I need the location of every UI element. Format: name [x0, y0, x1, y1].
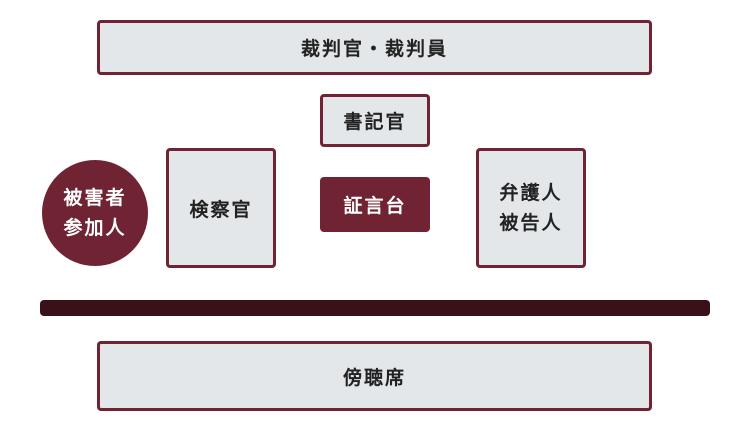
- clerk-seat-label: 書記官: [343, 111, 407, 133]
- defense-seat-line1: 弁護人: [499, 182, 563, 204]
- prosecutor-seat-label: 検察官: [189, 198, 253, 221]
- witness-stand-label: 証言台: [343, 195, 407, 217]
- victim-participant-line2: 参加人: [63, 217, 127, 239]
- courtroom-bar-divider: [40, 300, 710, 316]
- defense-seat-line2: 被告人: [499, 212, 563, 234]
- public-gallery: 傍聴席: [97, 341, 652, 411]
- defense-seat: 弁護人 被告人: [476, 148, 586, 268]
- victim-participant-seat: 被害者 参加人: [42, 160, 148, 266]
- public-gallery-label: 傍聴席: [342, 366, 406, 389]
- witness-stand: 証言台: [320, 177, 430, 232]
- victim-participant-line1: 被害者: [63, 187, 127, 209]
- judges-bench: 裁判官・裁判員: [97, 20, 652, 75]
- prosecutor-seat: 検察官: [166, 148, 276, 268]
- judges-bench-label: 裁判官・裁判員: [300, 38, 448, 60]
- clerk-seat: 書記官: [320, 94, 430, 147]
